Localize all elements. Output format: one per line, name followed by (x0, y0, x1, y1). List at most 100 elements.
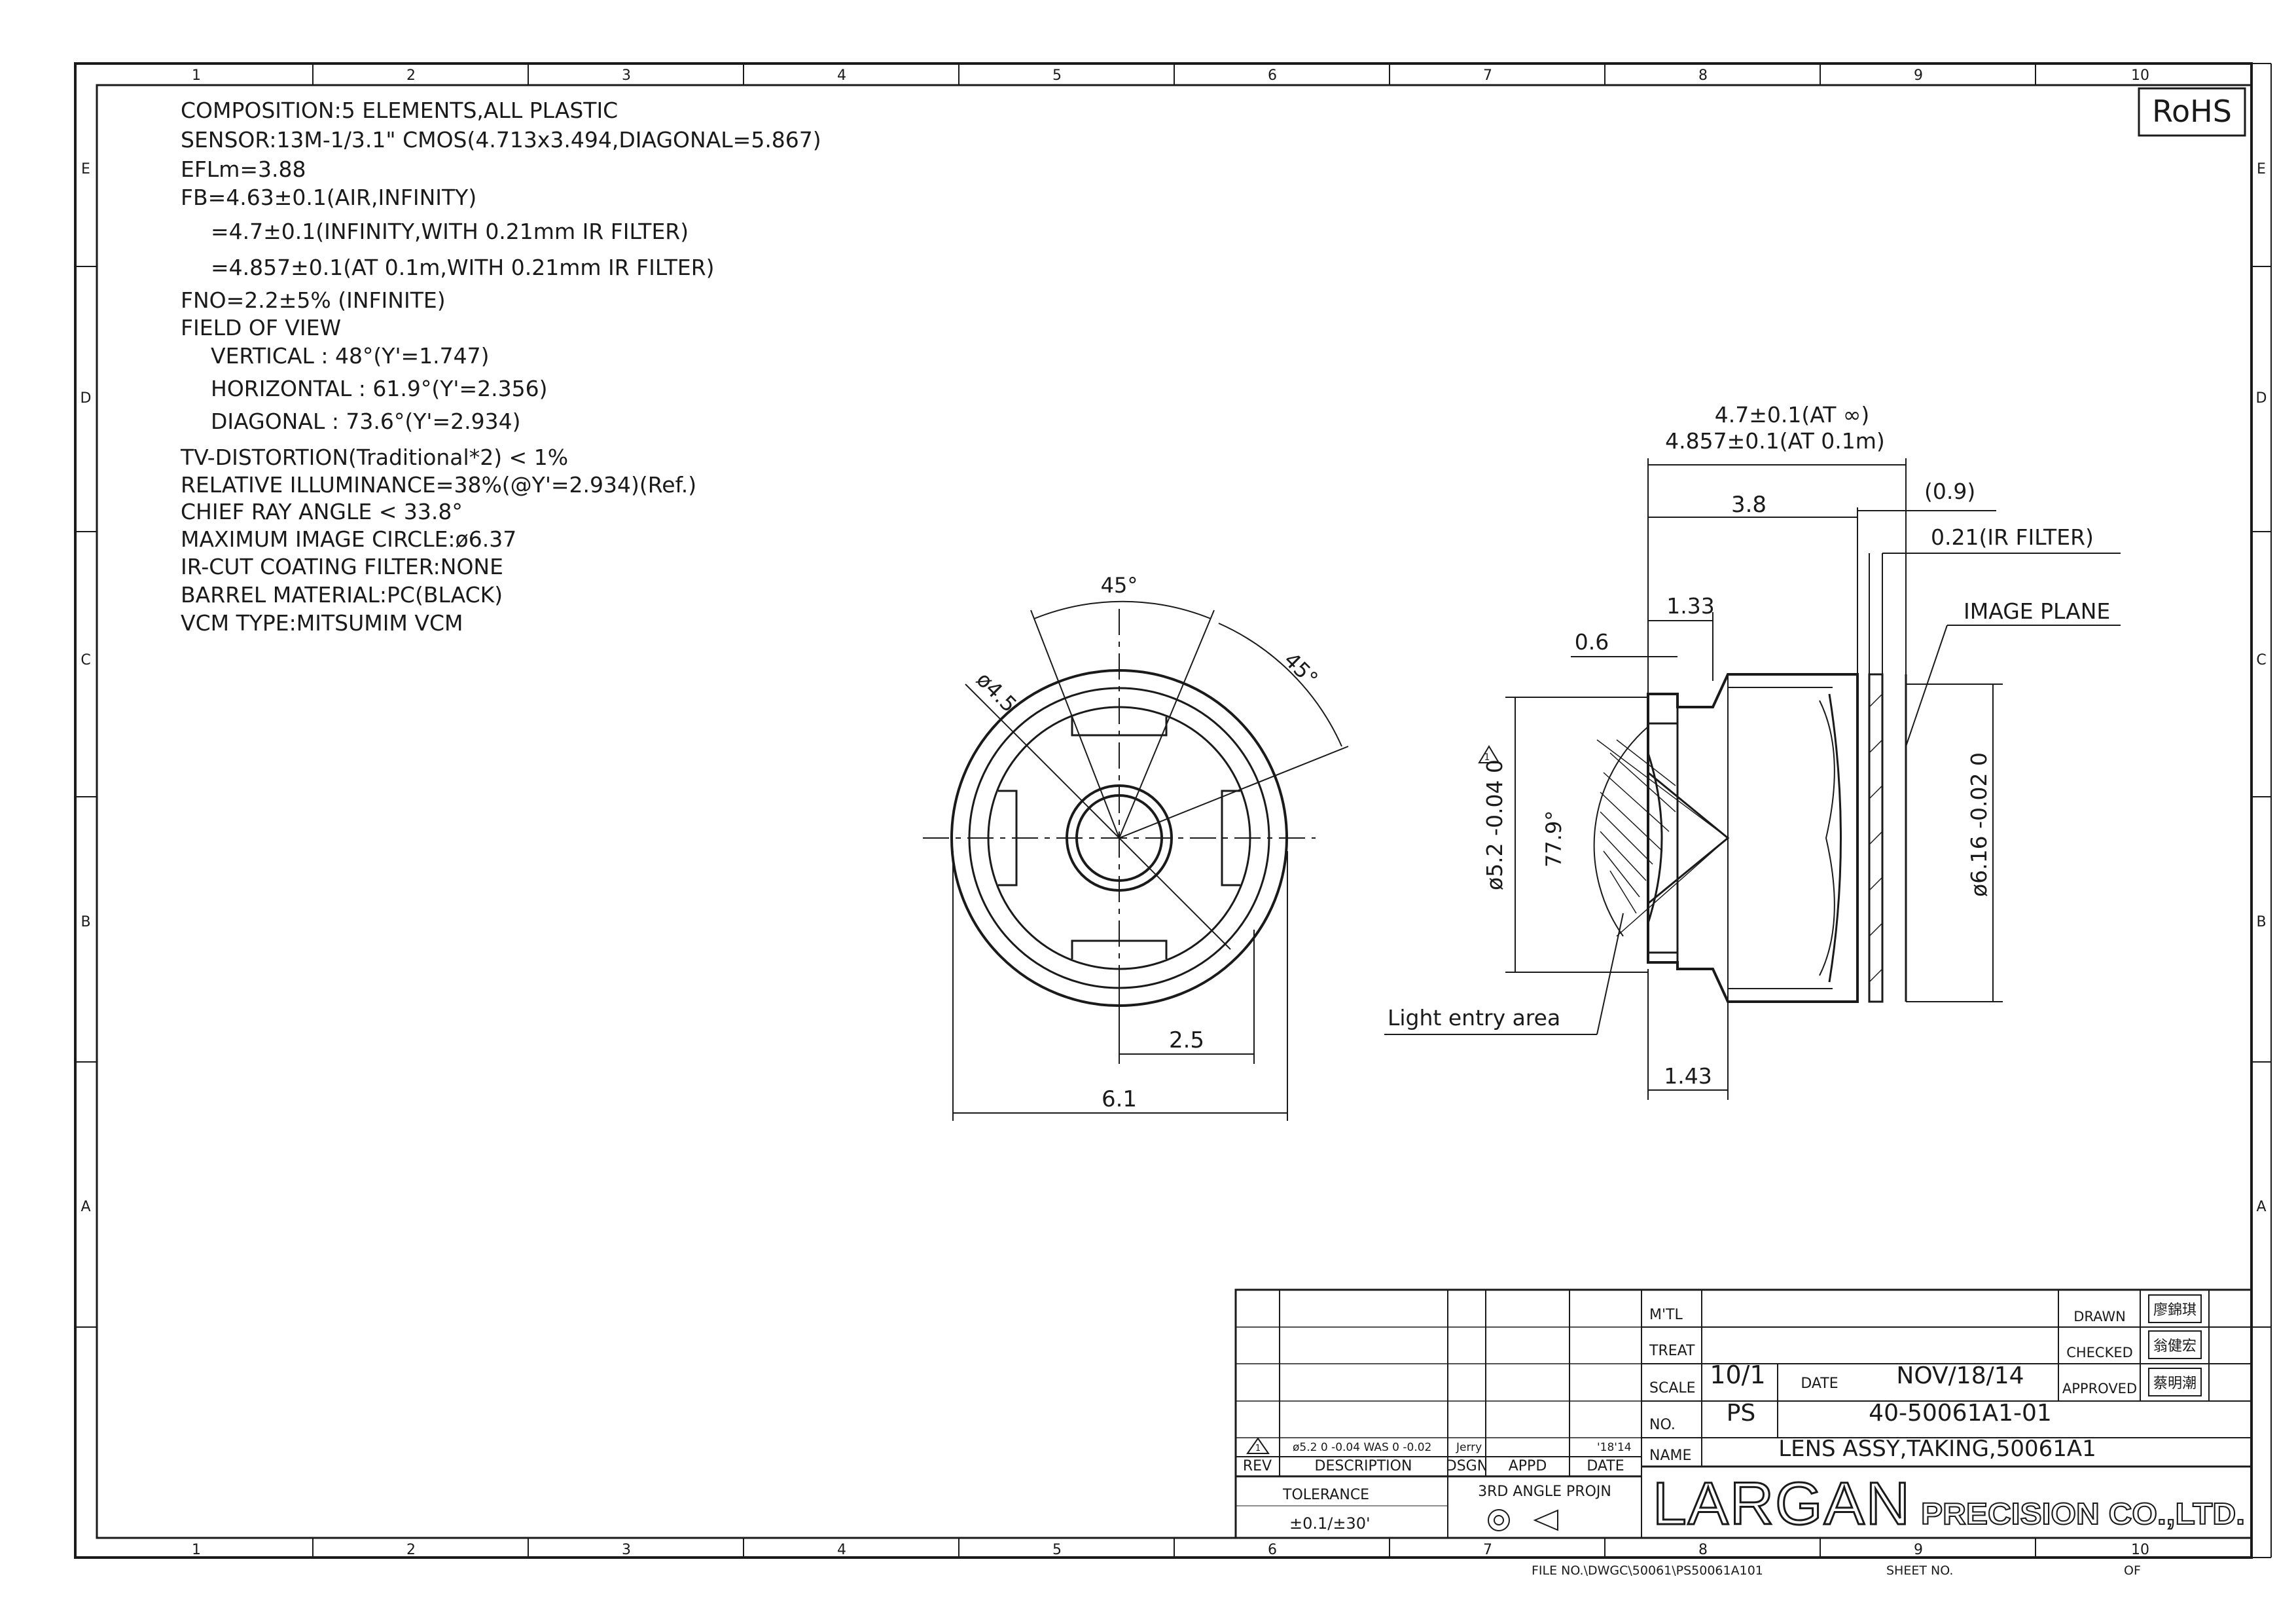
col-label: 1 (192, 1542, 201, 1558)
row-label: E (2257, 161, 2266, 177)
row-label: A (81, 1199, 90, 1215)
rev-header: REV (1243, 1458, 1272, 1474)
spec-notes: COMPOSITION:5 ELEMENTS,ALL PLASTIC SENSO… (180, 98, 821, 636)
col-label: 1 (192, 67, 201, 84)
col-label: 5 (1052, 67, 1062, 84)
side-length: 3.8 (1731, 492, 1767, 518)
column-labels-top: 1 2 3 4 5 6 7 8 9 10 (192, 67, 2149, 84)
col-label: 6 (1268, 67, 1277, 84)
front-angle-right: 45° (1279, 647, 1323, 691)
row-label: A (2256, 1199, 2266, 1215)
col-label: 9 (1914, 1542, 1923, 1558)
company-logo: LARGAN PRECISION CO.,LTD. (1652, 1470, 2246, 1539)
projection-label: 3RD ANGLE PROJN (1478, 1484, 1611, 1500)
scale-label: SCALE (1649, 1380, 1696, 1396)
ir-filter (1868, 673, 1884, 1003)
column-ticks (312, 64, 2036, 1558)
signature-stamps: 廖錦琪 翁健宏 蔡明潮 (2148, 1294, 2202, 1396)
aperture-inner-circle (1075, 794, 1163, 882)
side-dia-right: ø6.16 -0.02 0 (1966, 752, 1992, 897)
side-ir-filter: 0.21(IR FILTER) (1931, 524, 2094, 550)
date-value: NOV/18/14 (1896, 1362, 2024, 1389)
col-label: 3 (622, 67, 631, 84)
treat-label: TREAT (1649, 1343, 1695, 1359)
tolerance-label: TOLERANCE (1282, 1487, 1369, 1503)
dsgn-header: DSGN (1446, 1458, 1488, 1474)
light-entry-hatch (1600, 739, 1676, 914)
col-label: 9 (1914, 67, 1923, 84)
row-label: D (2256, 390, 2267, 407)
scale-value: 10/1 (1710, 1360, 1765, 1389)
drawn-label: DRAWN (2073, 1309, 2126, 1324)
row-label: C (81, 652, 90, 668)
sheet-of: OF (2124, 1563, 2141, 1578)
side-gap: (0.9) (1924, 479, 1975, 504)
row-label: B (81, 914, 90, 930)
side-dia-left: ø5.2 -0.04 0 (1482, 759, 1507, 890)
description-header: DESCRIPTION (1315, 1458, 1412, 1474)
spec-line: VERTICAL : 48°(Y'=1.747) (211, 343, 490, 369)
spec-line: FIELD OF VIEW (181, 315, 341, 340)
spec-line: DIAGONAL : 73.6°(Y'=2.934) (211, 409, 521, 434)
rev-designer: Jerry (1456, 1441, 1482, 1454)
file-no: FILE NO.\DWGC\50061\PS50061A101 (1532, 1563, 1763, 1578)
spec-line: CHIEF RAY ANGLE < 33.8° (181, 499, 463, 524)
spec-line: IR-CUT COATING FILTER:NONE (181, 554, 503, 579)
signature-checked: 翁健宏 (2153, 1338, 2197, 1355)
name-label: NAME (1649, 1448, 1691, 1464)
approved-label: APPROVED (2062, 1381, 2137, 1396)
col-label: 10 (2131, 67, 2149, 84)
side-fb-infinity: 4.7±0.1(AT ∞) (1715, 402, 1870, 428)
row-label: B (2256, 914, 2266, 930)
front-dim-small: 2.5 (1169, 1027, 1204, 1053)
col-label: 7 (1483, 67, 1492, 84)
col-label: 8 (1698, 1542, 1708, 1558)
col-label: 4 (837, 67, 846, 84)
side-image-plane: IMAGE PLANE (1964, 598, 2110, 624)
col-label: 8 (1698, 67, 1708, 84)
checked-label: CHECKED (2066, 1345, 2133, 1360)
spec-line: VCM TYPE:MITSUMIM VCM (181, 610, 463, 636)
third-angle-projection-icon (1488, 1509, 1558, 1531)
front-dia-label: ø4.5 (971, 667, 1022, 718)
side-d133: 1.33 (1666, 593, 1714, 619)
tolerance-value: ±0.1/±30' (1289, 1514, 1371, 1533)
company-logo-text: LARGAN (1653, 1470, 1911, 1537)
part-prefix: PS (1727, 1400, 1756, 1427)
col-label: 10 (2131, 1542, 2149, 1558)
col-label: 5 (1052, 1542, 1062, 1558)
front-dim-overall: 6.1 (1102, 1086, 1137, 1112)
rev-mark: 1 (1255, 1444, 1261, 1453)
rohs-label: RoHS (2152, 94, 2232, 129)
column-labels-bottom: 1 2 3 4 5 6 7 8 9 10 (192, 1542, 2149, 1558)
aperture-outer-circle (1066, 784, 1173, 892)
signature-approved: 蔡明潮 (2153, 1376, 2197, 1392)
row-label: E (81, 161, 90, 177)
rev-date: '18'14 (1597, 1441, 1632, 1454)
rohs-badge: RoHS (2138, 87, 2246, 137)
footer-info: FILE NO.\DWGC\50061\PS50061A101 SHEET NO… (1532, 1563, 2141, 1578)
col-label: 4 (837, 1542, 846, 1558)
spec-line: RELATIVE ILLUMINANCE=38%(@Y'=2.934)(Ref.… (181, 472, 696, 498)
appd-header: APPD (1509, 1458, 1547, 1474)
spec-line: FB=4.63±0.1(AIR,INFINITY) (181, 185, 476, 210)
no-label: NO. (1649, 1417, 1676, 1433)
col-label: 3 (622, 1542, 631, 1558)
spec-line: FNO=2.2±5% (INFINITE) (181, 287, 446, 313)
company-suffix: PRECISION CO.,LTD. (1921, 1497, 2245, 1531)
part-name: LENS ASSY,TAKING,50061A1 (1778, 1436, 2096, 1462)
date-label: DATE (1801, 1376, 1838, 1392)
spec-line: COMPOSITION:5 ELEMENTS,ALL PLASTIC (181, 98, 618, 123)
spec-line: =4.7±0.1(INFINITY,WITH 0.21mm IR FILTER) (211, 219, 689, 244)
rev-description: ø5.2 0 -0.04 WAS 0 -0.02 (1293, 1441, 1431, 1454)
front-angle-top: 45° (1101, 573, 1138, 598)
col-label: 2 (406, 1542, 416, 1558)
spec-line: TV-DISTORTION(Traditional*2) < 1% (180, 445, 568, 470)
spec-line: BARREL MATERIAL:PC(BLACK) (181, 582, 503, 608)
signature-drawn: 廖錦琪 (2153, 1302, 2197, 1319)
sheet-no: SHEET NO. (1886, 1563, 1953, 1578)
front-view: ø4.5 45° 45° 2.5 6.1 (923, 573, 1349, 1121)
side-rev-marker: 1 (1484, 752, 1490, 763)
mtl-label: M'TL (1649, 1307, 1683, 1323)
